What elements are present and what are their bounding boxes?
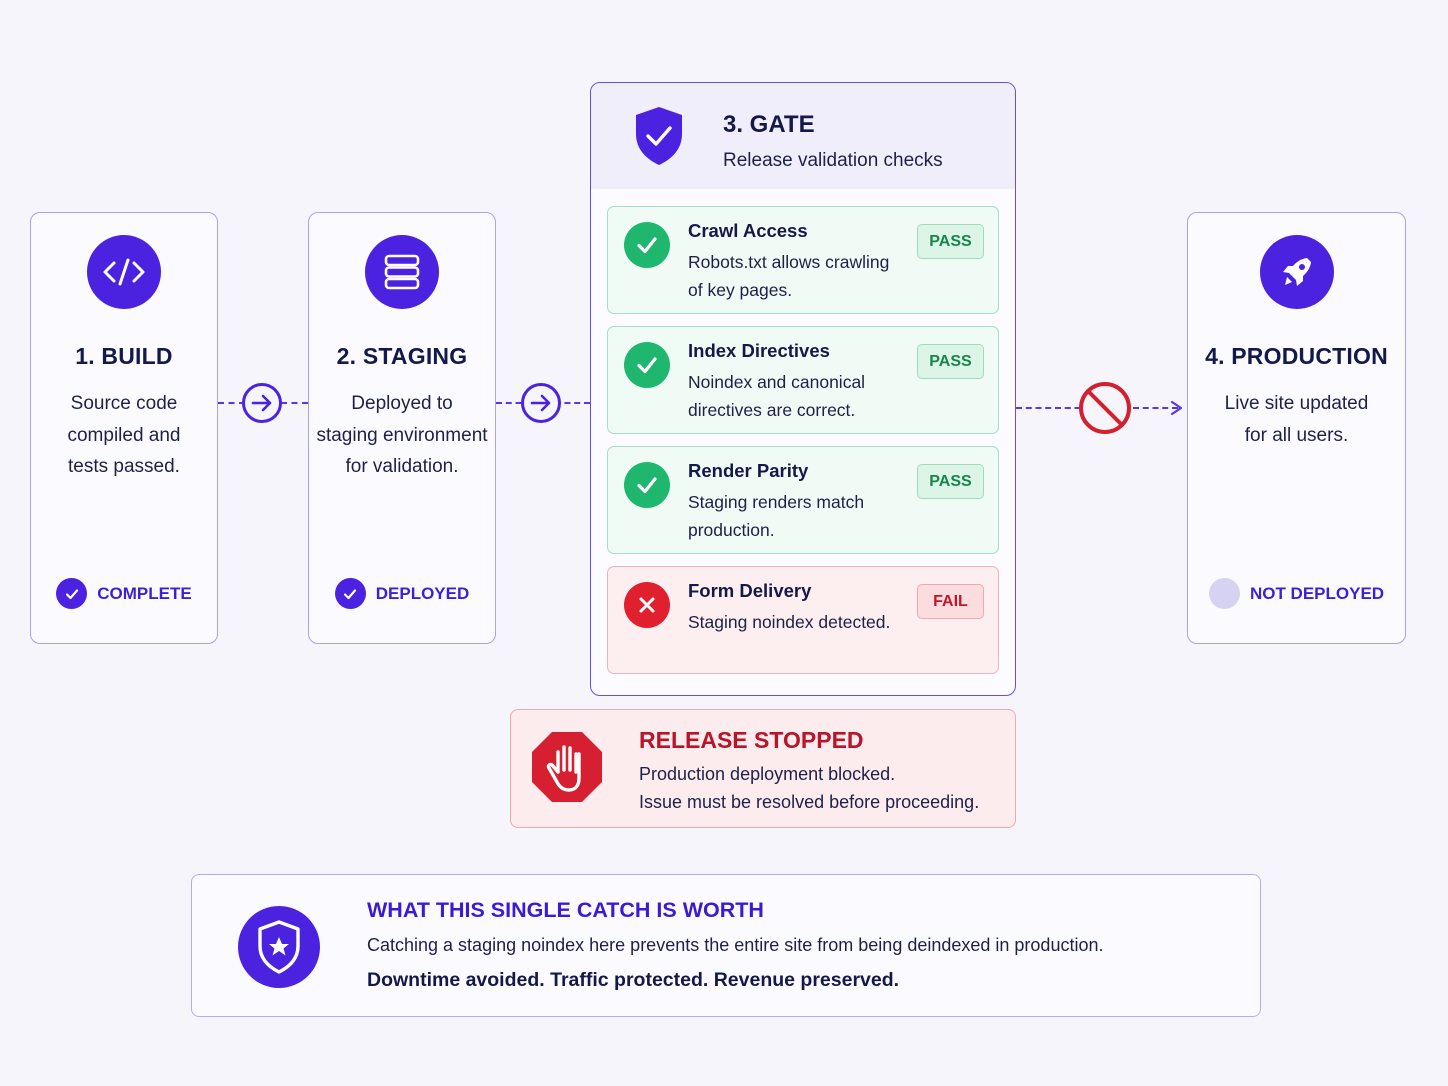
release-stopped-alert: RELEASE STOPPED Production deployment bl…	[510, 709, 1016, 828]
catch-worth-panel: WHAT THIS SINGLE CATCH IS WORTH Catching…	[191, 874, 1261, 1017]
release-line-2: Issue must be resolved before proceeding…	[639, 792, 980, 812]
check-icon	[624, 462, 670, 508]
check-icon	[624, 222, 670, 268]
worth-summary: Downtime avoided. Traffic protected. Rev…	[367, 969, 900, 991]
server-stack-icon	[365, 235, 439, 309]
check-form-delivery: Form Delivery Staging noindex detected. …	[607, 566, 999, 674]
release-line-1: Production deployment blocked.	[639, 764, 896, 784]
check-title: Index Directives	[688, 340, 830, 361]
stop-hand-icon	[532, 732, 602, 802]
stage-title: 1. BUILD	[75, 343, 173, 369]
check-title: Render Parity	[688, 460, 809, 481]
check-title: Crawl Access	[688, 220, 808, 241]
status-badge: PASS	[917, 464, 984, 499]
gate-stage-card: 3. GATE Release validation checks Crawl …	[590, 82, 1016, 696]
status-badge: FAIL	[917, 584, 984, 619]
check-circle-icon	[334, 578, 366, 609]
check-title: Form Delivery	[688, 580, 812, 601]
arrow-right-icon	[242, 383, 282, 423]
blocked-icon	[1079, 382, 1131, 434]
status-label: COMPLETE	[97, 583, 192, 603]
worth-title: WHAT THIS SINGLE CATCH IS WORTH	[367, 898, 764, 922]
release-title: RELEASE STOPPED	[639, 727, 864, 753]
stage-status: DEPLOYED	[309, 578, 495, 609]
check-icon	[624, 342, 670, 388]
worth-description: Catching a staging noindex here prevents…	[367, 935, 1104, 955]
status-label: NOT DEPLOYED	[1249, 583, 1385, 603]
stage-title: 2. STAGING	[336, 343, 468, 369]
check-description: Noindex and canonical directives are cor…	[688, 372, 866, 420]
check-circle-icon	[56, 578, 88, 609]
stage-status: COMPLETE	[31, 578, 217, 609]
gate-subtitle: Release validation checks	[723, 150, 943, 171]
stage-title: 4. PRODUCTION	[1205, 343, 1388, 369]
status-badge: PASS	[917, 344, 984, 379]
pending-dot-icon	[1208, 578, 1240, 609]
x-icon	[624, 582, 670, 628]
gate-title: 3. GATE	[723, 111, 815, 138]
shield-check-icon	[636, 107, 682, 165]
check-description: Staging renders match production.	[688, 492, 865, 540]
check-description: Robots.txt allows crawling of key pages.	[688, 252, 890, 300]
arrow-right-icon	[521, 383, 561, 423]
status-badge: PASS	[917, 224, 984, 259]
shield-star-icon	[238, 906, 320, 988]
code-icon	[87, 235, 161, 309]
stage-status: NOT DEPLOYED	[1188, 578, 1405, 609]
check-index-directives: Index Directives Noindex and canonical d…	[607, 326, 999, 434]
rocket-icon	[1259, 235, 1334, 309]
status-label: DEPLOYED	[375, 583, 470, 603]
arrow-head-icon	[1170, 400, 1183, 416]
check-description: Staging noindex detected.	[688, 612, 891, 632]
check-crawl-access: Crawl Access Robots.txt allows crawling …	[607, 206, 999, 314]
check-render-parity: Render Parity Staging renders match prod…	[607, 446, 999, 554]
